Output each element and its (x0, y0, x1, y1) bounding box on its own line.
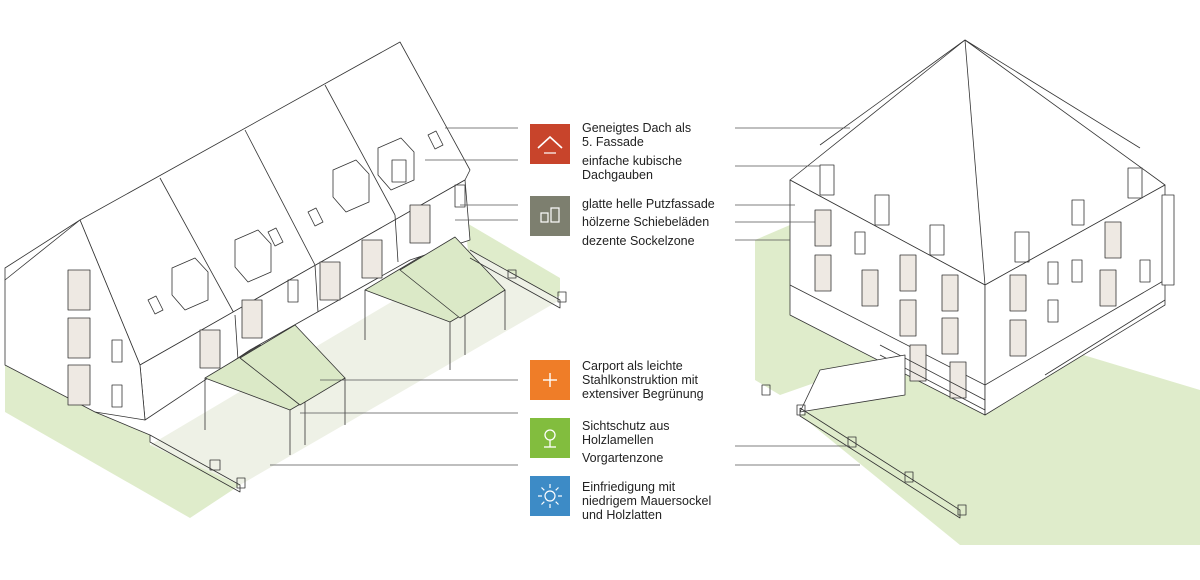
legend-roof-dormers: einfache kubische Dachgauben (582, 154, 683, 182)
building-fence (799, 407, 961, 519)
tree-icon (530, 418, 570, 458)
legend-front-garden: Vorgartenzone (582, 451, 664, 465)
carports (204, 236, 506, 455)
roof-icon (530, 124, 570, 164)
lawn-right (465, 222, 560, 305)
legend-privacy-screen: Sichtschutz aus Holzlamellen (582, 419, 670, 447)
apartment-building-drawing (755, 39, 1200, 545)
row-houses-drawing (4, 41, 567, 518)
leader-lines (270, 127, 860, 466)
entry-path (799, 354, 906, 413)
legend-fence: Einfriedigung mit niedrigem Mauersockel … (582, 480, 712, 522)
legend-facade-plinth: dezente Sockelzone (582, 234, 695, 248)
legend-facade-plaster: glatte helle Putzfassade (582, 197, 715, 211)
plus-icon (530, 360, 570, 400)
dormers (171, 137, 415, 311)
lawn-left (5, 365, 240, 518)
legend-carport: Carport als leichte Stahlkonstruktion mi… (582, 359, 704, 401)
legend-facade-shutters: hölzerne Schiebeläden (582, 215, 710, 229)
sun-icon (530, 476, 570, 516)
lawn-corner (755, 225, 880, 395)
shutter-icon (530, 196, 570, 236)
legend-roof-pitched: Geneigtes Dach als 5. Fassade (582, 121, 692, 149)
skylights (147, 130, 444, 315)
